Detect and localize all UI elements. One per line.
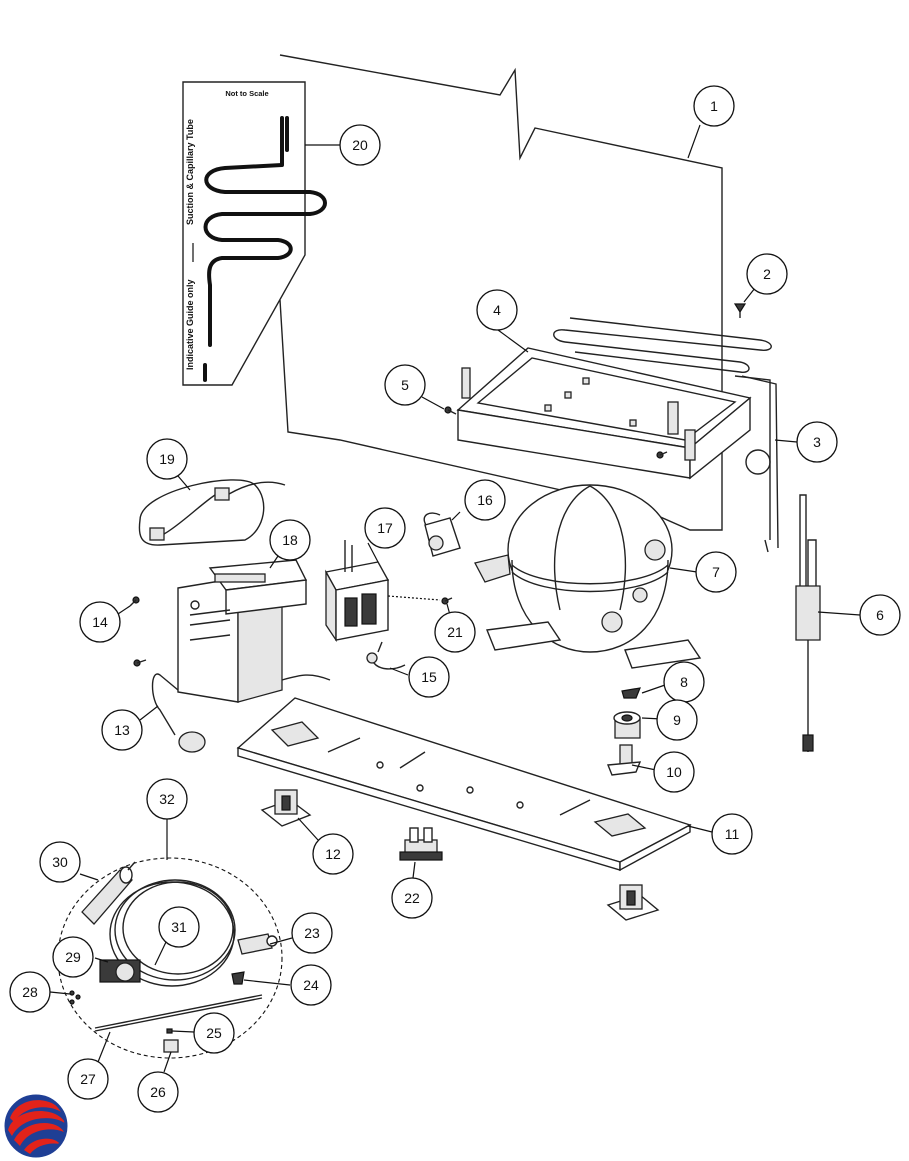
overload-16: [423, 512, 461, 557]
callout-17: 17: [364, 507, 406, 549]
callout-10: 10: [653, 751, 695, 793]
svg-text:27: 27: [80, 1071, 96, 1087]
svg-text:32: 32: [159, 791, 175, 807]
svg-text:19: 19: [159, 451, 175, 467]
svg-text:26: 26: [150, 1084, 166, 1100]
screw-13: [133, 659, 147, 667]
svg-text:18: 18: [282, 532, 298, 548]
callout-1: 1: [693, 85, 735, 127]
svg-text:29: 29: [65, 949, 81, 965]
capillary-guide: Not to Scale Suction & Capillary Tube In…: [182, 81, 327, 386]
thermostat-sensor: [795, 494, 821, 752]
back-panel: [279, 54, 723, 531]
callout-20: 20: [339, 124, 381, 166]
callout-31: 31: [158, 906, 200, 948]
svg-text:8: 8: [680, 674, 688, 690]
callout-28: 28: [9, 971, 51, 1013]
control-module: [177, 559, 308, 703]
drip-tray: [456, 347, 752, 480]
callout-2: 2: [746, 253, 788, 295]
callout-15: 15: [408, 656, 450, 698]
callout-18: 18: [269, 519, 311, 561]
svg-text:21: 21: [447, 624, 463, 640]
svg-text:13: 13: [114, 722, 130, 738]
grommet-9: [613, 711, 641, 739]
callout-29: 29: [52, 936, 94, 978]
heater-13: [151, 673, 331, 753]
guide-tube-label: Suction & Capillary Tube: [185, 119, 195, 225]
callout-32: 32: [146, 778, 188, 820]
relay-board: [324, 540, 441, 643]
callout-4: 4: [476, 289, 518, 331]
svg-text:7: 7: [712, 564, 720, 580]
callout-19: 19: [146, 438, 188, 480]
screw-2: [733, 303, 747, 318]
svg-text:9: 9: [673, 712, 681, 728]
svg-text:22: 22: [404, 890, 420, 906]
wire-15: [366, 641, 406, 670]
callout-11: 11: [711, 813, 753, 855]
svg-text:31: 31: [171, 919, 187, 935]
compressor: [474, 484, 702, 669]
callout-24: 24: [290, 964, 332, 1006]
castor-rear: [606, 884, 660, 921]
callout-6: 6: [859, 594, 901, 636]
callout-27: 27: [67, 1058, 109, 1100]
callout-14: 14: [79, 601, 121, 643]
svg-text:16: 16: [477, 492, 493, 508]
svg-text:4: 4: [493, 302, 501, 318]
screw-21: [441, 597, 453, 605]
svg-text:2: 2: [763, 266, 771, 282]
callout-21: 21: [434, 611, 476, 653]
callout-23: 23: [291, 912, 333, 954]
callout-22: 22: [391, 877, 433, 919]
svg-text:10: 10: [666, 764, 682, 780]
svg-text:17: 17: [377, 520, 393, 536]
callout-16: 16: [464, 479, 506, 521]
castor-12: [260, 789, 312, 827]
svg-text:3: 3: [813, 434, 821, 450]
callout-5: 5: [384, 364, 426, 406]
callout-3: 3: [796, 421, 838, 463]
callout-25: 25: [193, 1012, 235, 1054]
screw-drip: [656, 451, 668, 459]
callout-30: 30: [39, 841, 81, 883]
svg-text:24: 24: [303, 977, 319, 993]
callout-8: 8: [663, 661, 705, 703]
svg-text:30: 30: [52, 854, 68, 870]
callout-9: 9: [656, 699, 698, 741]
svg-text:5: 5: [401, 377, 409, 393]
callout-13: 13: [101, 709, 143, 751]
guide-indicative-label: Indicative Guide only: [185, 279, 195, 370]
guide-scale-note: Not to Scale: [225, 89, 268, 98]
callout-7: 7: [695, 551, 737, 593]
screw-5: [444, 406, 457, 415]
callout-26: 26: [137, 1071, 179, 1113]
valve-22: [399, 827, 443, 861]
svg-text:23: 23: [304, 925, 320, 941]
svg-text:14: 14: [92, 614, 108, 630]
svg-text:28: 28: [22, 984, 38, 1000]
brand-logo: [4, 1094, 68, 1158]
cable-19: [138, 479, 286, 546]
screw-14: [129, 596, 140, 607]
svg-text:25: 25: [206, 1025, 222, 1041]
evaporator-coil: [553, 317, 779, 553]
svg-text:1: 1: [710, 98, 718, 114]
kit-32: [57, 857, 283, 1059]
svg-text:20: 20: [352, 137, 368, 153]
svg-text:6: 6: [876, 607, 884, 623]
svg-text:12: 12: [325, 846, 341, 862]
clip-8: [621, 687, 641, 699]
svg-text:11: 11: [725, 826, 740, 842]
callout-12: 12: [312, 833, 354, 875]
svg-text:15: 15: [421, 669, 437, 685]
stud-10: [607, 744, 642, 776]
base-plate: [236, 697, 692, 872]
